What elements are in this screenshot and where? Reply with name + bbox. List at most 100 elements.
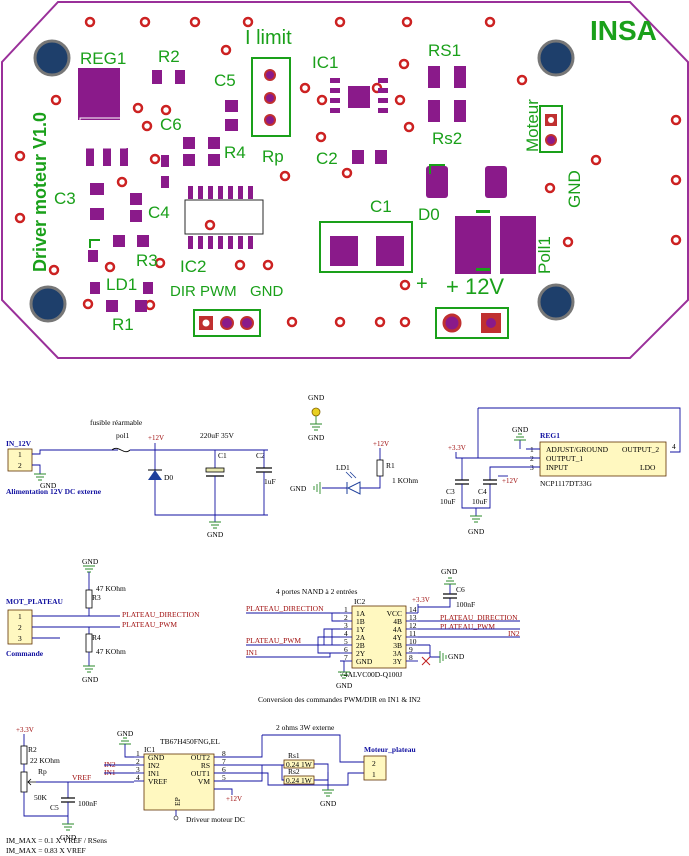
r4-ref: R4 <box>92 633 101 642</box>
ic2-pin-number: 4 <box>344 629 348 638</box>
pin-label: 1 <box>18 612 22 621</box>
pin-number: 1 <box>530 445 534 454</box>
label-c1: C1 <box>370 197 392 216</box>
c5-val: 100nF <box>78 799 97 808</box>
gnd-label: GND <box>60 833 77 842</box>
ic1-pin-label: VREF <box>148 777 167 786</box>
ic2-pin-label: GND <box>356 657 373 666</box>
label-c4: C4 <box>148 203 170 222</box>
ic2-pin-number: 9 <box>409 645 413 654</box>
ld1-ref: LD1 <box>336 463 350 472</box>
ic2-pin-label: 2A <box>356 633 366 642</box>
ic1-ref: IC1 <box>144 745 156 754</box>
ic2-pin-number: 10 <box>409 637 417 646</box>
label-rs2: Rs2 <box>432 129 462 148</box>
led-section: +12V R1 1 KOhm LD1 GND <box>290 440 418 495</box>
reg-type: LDO <box>640 463 656 472</box>
rail-12v: +12V <box>502 477 518 485</box>
ic2-pin-label: 4A <box>393 625 403 634</box>
gnd-label: GND <box>290 484 307 493</box>
r2-val: 22 KOhm <box>30 756 60 765</box>
diode-d0 <box>148 470 162 480</box>
ic1-pin-label: IN2 <box>148 761 160 770</box>
c2-val: 1uF <box>264 477 276 486</box>
c1-ref: C1 <box>218 451 227 460</box>
conn-moteur <box>363 755 387 781</box>
pin-label: 2 <box>18 623 22 632</box>
pin-label: ADJUST/GROUND <box>546 445 609 454</box>
gnd-label: GND <box>441 567 458 576</box>
d0-ref: D0 <box>164 473 173 482</box>
mounting-hole <box>29 285 67 323</box>
rs-desc: 2 ohms 3W externe <box>276 723 335 732</box>
nand-title: 4 portes NAND à 2 entrées <box>276 587 358 596</box>
r4-val: 47 KOhm <box>96 647 126 656</box>
label-c2: C2 <box>316 149 338 168</box>
reg1-body <box>539 441 667 477</box>
nand-caption: Conversion des commandes PWM/DIR en IN1 … <box>258 695 421 704</box>
rs2-val: 0.24 1W <box>286 776 313 785</box>
label-r4: R4 <box>224 143 246 162</box>
label-ic2: IC2 <box>180 257 206 276</box>
power-input-section: IN_12V 1 2 Alimentation 12V DC externe G… <box>6 418 276 539</box>
mounting-hole <box>537 283 575 321</box>
c1-val: 220uF 35V <box>200 431 235 440</box>
rail-12v: +12V <box>148 434 164 442</box>
conn-in12v-label: IN_12V <box>6 439 32 448</box>
cap-c1 <box>205 467 225 473</box>
gnd-symbol-standalone: GND GND <box>308 393 325 442</box>
net-plateau-pwm: PLATEAU_PWM <box>122 620 177 629</box>
net-vref: VREF <box>72 773 91 782</box>
silkscreen-labels: Driver moteur V1.0 INSA REG1 R2 C5 I lim… <box>30 15 657 334</box>
ic2-pin-label: 2Y <box>356 649 366 658</box>
ic2-pin-label: VCC <box>387 609 402 618</box>
gnd-label: GND <box>468 527 485 536</box>
r3-val: 47 KOhm <box>96 584 126 593</box>
c5-ref: C5 <box>50 803 59 812</box>
c3-ref: C3 <box>446 487 455 496</box>
pin-label: 1 <box>18 450 22 459</box>
pin-label: 1 <box>372 770 376 779</box>
net-in2: IN2 <box>508 629 520 638</box>
pin-number: 2 <box>530 454 534 463</box>
pin-label: OUTPUT_2 <box>622 445 659 454</box>
pin-label: 2 <box>18 461 22 470</box>
resistor-r1 <box>376 459 384 477</box>
resistor-r2 <box>20 745 28 765</box>
label-dir-pwm: DIR PWM <box>170 283 237 300</box>
label-c3: C3 <box>54 189 76 208</box>
ic2-pin-number: 5 <box>344 637 348 646</box>
label-r1: R1 <box>112 315 134 334</box>
conn-command <box>7 609 33 645</box>
ic1-pin-label: GND <box>148 753 165 762</box>
ic1-pin-number: 1 <box>136 749 140 758</box>
pcb-layout: Driver moteur V1.0 INSA REG1 R2 C5 I lim… <box>1 0 689 359</box>
rs1-val: 0.24 1W <box>286 760 313 769</box>
net-in2: IN2 <box>104 760 116 769</box>
regulator-section: REG1 ADJUST/GROUND OUTPUT_2 OUTPUT_1 INP… <box>440 407 681 536</box>
pot-rp <box>20 771 28 793</box>
label-poll1: Poll1 <box>535 236 554 274</box>
r1-ref: R1 <box>386 461 395 470</box>
ic2-pin-number: 13 <box>409 613 417 622</box>
pin-number: 4 <box>672 442 676 451</box>
label-moteur: Moteur <box>523 99 542 152</box>
ic1-pin-label: VM <box>198 777 210 786</box>
gnd-label: GND <box>308 393 325 402</box>
ic2-pin-label: 1A <box>356 609 366 618</box>
ic2-pin-label: 4B <box>393 617 402 626</box>
label-reg1: REG1 <box>80 49 126 68</box>
label-ld1: LD1 <box>106 275 137 294</box>
rs1-ref: Rs1 <box>288 751 300 760</box>
gnd-label: GND <box>82 675 99 684</box>
gnd-label: GND <box>308 433 325 442</box>
vias <box>14 16 682 328</box>
ic2-pin-label: 3A <box>393 649 403 658</box>
cmd-title: MOT_PLATEAU <box>6 597 64 606</box>
ic2-pin-label: 3B <box>393 641 402 650</box>
rp-val: 50K <box>34 793 48 802</box>
ic1-pin-number: 2 <box>136 757 140 766</box>
ic1-pin-label: RS <box>201 761 210 770</box>
moteur-conn-title: Moteur_plateau <box>364 745 416 754</box>
